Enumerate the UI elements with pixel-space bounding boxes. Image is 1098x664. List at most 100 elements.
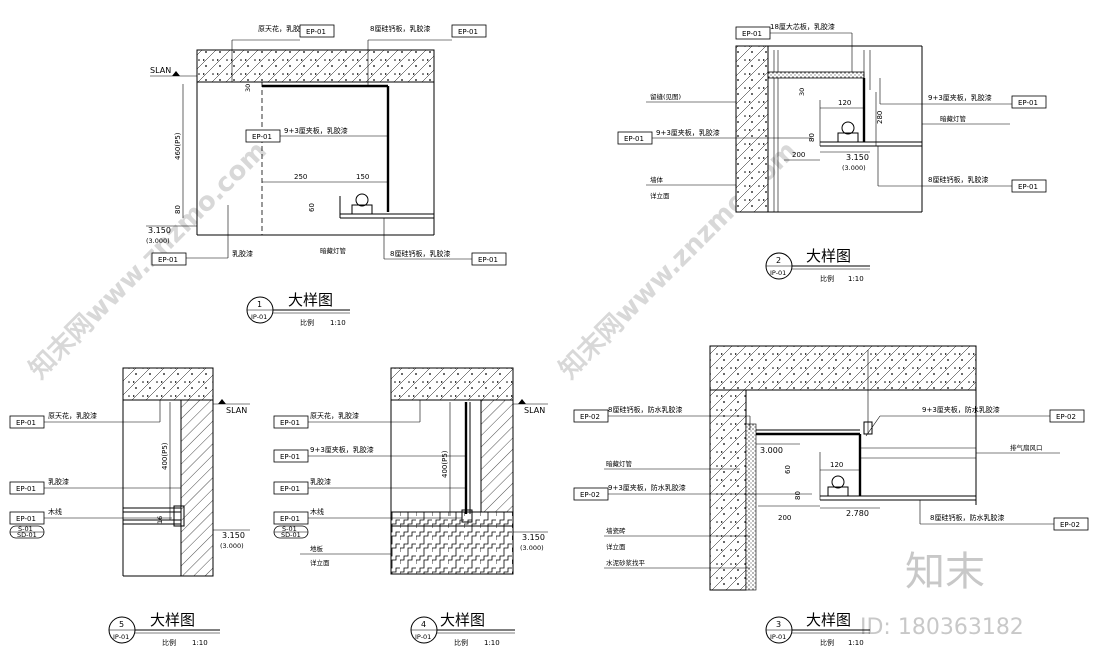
detail1-tag-ceiling — [299, 24, 335, 38]
detail3-tile — [745, 423, 757, 591]
detail2-board — [767, 71, 865, 79]
detail5-scale-value: 1:10 — [192, 639, 208, 647]
detail1-light-icon — [355, 193, 369, 207]
detail2-wall — [735, 45, 769, 213]
detail3-slab — [709, 345, 977, 391]
detail3-tag-ply-right-label: EP-02 — [1056, 413, 1076, 421]
detail4-scale: 比例 — [454, 638, 468, 647]
detail2-tag-ply — [1011, 95, 1047, 109]
detail1-tag-paint — [151, 252, 187, 266]
detail3-title: 大样图 — [806, 611, 851, 629]
detail2-note-finish: 详立面 — [650, 191, 670, 200]
detail4-section-sheet: SD-01 — [281, 531, 301, 539]
detail4-note-finish: 详立面 — [310, 558, 330, 567]
detail5-level-sub: (3.000) — [220, 542, 244, 550]
detail5-section-ref: S-01 — [18, 525, 33, 533]
detail1-note-ply: 9+3厘夹板，乳胶漆 — [284, 126, 348, 135]
detail1-dim-60: 60 — [308, 203, 316, 212]
detail4-slab — [390, 367, 514, 401]
detail3-note-vent: 排气扇风口 — [1010, 443, 1043, 452]
detail2-note-top: 18厘大芯板，乳胶漆 — [770, 22, 835, 31]
detail3-dim-80: 80 — [794, 491, 802, 500]
detail1-tag-gypsum — [451, 24, 487, 38]
detail4-slan: SLAN — [524, 406, 545, 415]
detail2-dim-200: 200 — [792, 151, 805, 159]
detail4-wall — [480, 399, 514, 513]
detail1-note-light: 暗藏灯管 — [320, 246, 347, 255]
detail-1: SLAN 460(P5) 80 250 150 60 30 3.150 (3.0… — [146, 24, 507, 327]
detail1-tag-gypsum-bottom — [471, 252, 507, 266]
detail4-title: 大样图 — [440, 611, 485, 629]
detail1-tag-ply-label: EP-01 — [252, 133, 272, 141]
detail1-tag-ceiling-label: EP-01 — [306, 28, 326, 36]
detail3-tag-ply-label: EP-02 — [580, 491, 600, 499]
detail1-tag-paint-label: EP-01 — [158, 256, 178, 264]
detail2-note-ply: 9+3厘夹板，乳胶漆 — [928, 93, 992, 102]
detail2-level-sub: (3.000) — [842, 164, 866, 172]
detail2-tag-gypsum — [1011, 179, 1047, 193]
detail2-level: 3.150 — [846, 153, 869, 162]
detail5-note-ceiling: 原天花，乳胶漆 — [48, 411, 97, 420]
detail3-note-ply: 9+3厘夹板，防水乳胶漆 — [608, 483, 686, 492]
detail1-tag-gypsum-bottom-label: EP-01 — [478, 256, 498, 264]
detail4-note-floor: 地板 — [310, 544, 324, 553]
detail3-note-base: 墙瓷砖 — [606, 526, 626, 535]
detail4-tag-line-label: EP-01 — [280, 515, 300, 523]
detail2-note-gypsum: 8厘硅钙板，乳胶漆 — [928, 175, 988, 184]
detail2-dim-80: 80 — [808, 133, 816, 142]
detail3-dim-120: 120 — [830, 461, 843, 469]
detail3-scale: 比例 — [820, 638, 834, 647]
detail3-note-ply-right: 9+3厘夹板，防水乳胶漆 — [922, 405, 1000, 414]
detail3-note-finish: 详立面 — [606, 542, 626, 551]
detail2-tag-top-label: EP-01 — [742, 30, 762, 38]
detail5-title: 大样图 — [150, 611, 195, 629]
detail3-level-bottom: 2.780 — [846, 509, 869, 518]
detail4-note-line: 木线 — [310, 507, 324, 516]
detail5-sheet: IP-01 — [113, 633, 129, 641]
detail5-tag-paint-label: EP-01 — [16, 485, 36, 493]
detail4-tag-ply-label: EP-01 — [280, 453, 300, 461]
detail3-num: 3 — [776, 620, 781, 629]
detail1-dim-150: 150 — [356, 173, 369, 181]
detail5-slan: SLAN — [226, 406, 247, 415]
watermark-logo: 知末 — [905, 549, 985, 595]
detail1-scale-value: 1:10 — [330, 319, 346, 327]
detail3-tag-gypsum-bottom-label: EP-02 — [1060, 521, 1080, 529]
detail4-level-sub: (3.000) — [520, 544, 544, 552]
detail3-sheet: IP-01 — [770, 633, 786, 641]
detail4-note-ceiling: 原天花，乳胶漆 — [310, 411, 359, 420]
detail3-tag-gypsum-bottom — [1053, 517, 1089, 531]
detail1-dim-80: 80 — [174, 205, 182, 214]
detail4-section-ref: S-01 — [282, 525, 297, 533]
detail2-tag-gypsum-label: EP-01 — [1018, 183, 1038, 191]
detail-4: 400(P5) SLAN 3.150 (3.000) EP-01 原天花，乳胶漆… — [273, 367, 548, 647]
detail5-section-sheet: SD-01 — [17, 531, 37, 539]
detail4-sheet: IP-01 — [415, 633, 431, 641]
detail4-note-ply: 9+3厘夹板，乳胶漆 — [310, 445, 374, 454]
detail4-note-paint: 乳胶漆 — [310, 477, 331, 486]
detail1-title: 大样图 — [288, 291, 333, 309]
detail1-level-sub: (3.000) — [146, 237, 170, 245]
detail4-floor — [390, 511, 514, 575]
detail2-dim-30: 30 — [798, 88, 806, 96]
detail4-tag-ceiling-label: EP-01 — [280, 419, 300, 427]
detail3-note-water: 水泥砂浆找平 — [606, 558, 646, 567]
detail2-light-icon — [841, 121, 855, 135]
detail1-dim-height: 460(P5) — [174, 132, 182, 160]
detail5-note-line: 木线 — [48, 507, 62, 516]
detail3-light-icon — [831, 475, 845, 489]
detail2-title: 大样图 — [806, 247, 851, 265]
detail2-note-wall: 留缝(见图) — [650, 92, 681, 101]
detail3-note-light: 暗藏灯管 — [606, 459, 633, 468]
detail5-slab — [122, 367, 214, 401]
detail3-note-gypsum: 8厘硅钙板，防水乳胶漆 — [608, 405, 682, 414]
detail3-dim-200: 200 — [778, 514, 791, 522]
detail2-tag-ply-left-label: EP-01 — [624, 135, 644, 143]
detail3-wall — [709, 389, 747, 591]
detail-5: 400(P5) 16 SLAN 3.150 (3.000) EP-01 原天花，… — [9, 367, 250, 647]
detail2-sheet: IP-01 — [770, 269, 786, 277]
detail2-dim-280: 280 — [876, 111, 884, 124]
detail4-dim-height: 400(P5) — [441, 450, 449, 478]
detail3-level-top: 3.000 — [760, 446, 783, 455]
detail5-dim-height: 400(P5) — [161, 442, 169, 470]
